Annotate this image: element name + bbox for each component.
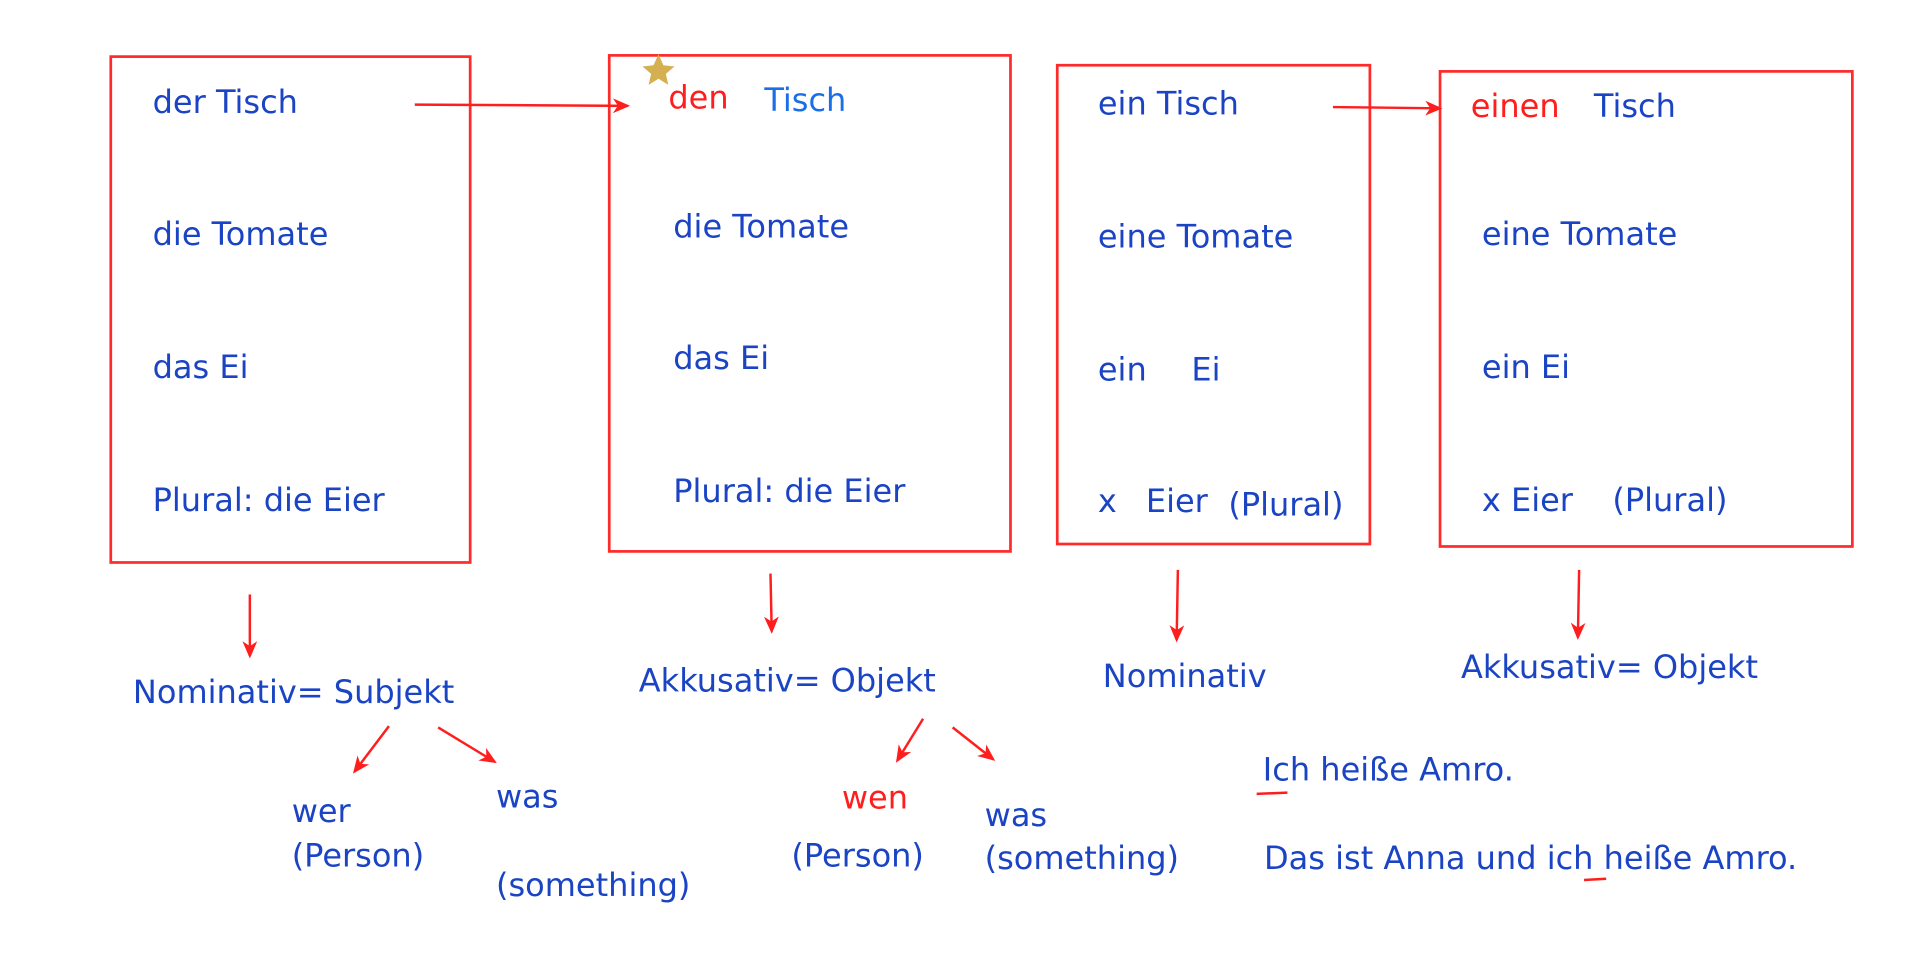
box4-item: ein Ei xyxy=(1481,349,1571,387)
box1-item: Plural: die Eier xyxy=(152,482,385,520)
box-nominativ-indefinite xyxy=(1055,63,1372,546)
box3-ein: ein xyxy=(1097,352,1147,389)
arrow-ein-to-einen xyxy=(1332,100,1443,116)
box-akkusativ-indefinite xyxy=(1438,70,1854,548)
note-something-2: (something) xyxy=(984,840,1180,878)
arrow-to-wen xyxy=(895,718,925,763)
underline-ich-2 xyxy=(1583,877,1607,882)
question-wen: wen xyxy=(841,780,909,818)
box2-item: die Tomate xyxy=(673,209,850,247)
arrow-der-to-den xyxy=(414,98,631,114)
arrow-to-was-2 xyxy=(951,726,996,761)
box3-item: eine Tomate xyxy=(1097,219,1294,257)
box3-plural: (Plural) xyxy=(1228,487,1344,525)
example-sentence: Ich heiße Amro. xyxy=(1262,752,1514,789)
arrow-down-3 xyxy=(1169,569,1185,643)
question-wer: wer xyxy=(291,793,351,831)
box4-item: x Eier xyxy=(1481,482,1573,520)
note-something: (something) xyxy=(496,867,691,905)
box3-eier: Eier xyxy=(1145,483,1208,521)
box-nominativ-definite xyxy=(109,55,472,564)
arrow-down-2 xyxy=(764,573,779,634)
arrow-down-4 xyxy=(1570,569,1586,641)
box1-item: das Ei xyxy=(152,349,249,387)
box3-item: ein Tisch xyxy=(1097,86,1239,124)
example-sentence: Das ist Anna und ich heiße Amro. xyxy=(1264,840,1798,878)
box4-item: eine Tomate xyxy=(1481,216,1678,254)
label-akkusativ-objekt: Akkusativ= Objekt xyxy=(638,663,936,701)
star-icon xyxy=(642,54,675,85)
question-was-2: was xyxy=(984,797,1048,835)
box2-tisch: Tisch xyxy=(764,82,847,120)
label-nominativ: Nominativ xyxy=(1102,658,1267,696)
box2-item: das Ei xyxy=(673,340,770,378)
note-person: (Person) xyxy=(291,838,425,876)
article-einen: einen xyxy=(1470,88,1560,126)
box3-x: x xyxy=(1097,483,1117,521)
box2-item: Plural: die Eier xyxy=(673,473,906,511)
note-person-2: (Person) xyxy=(791,838,924,876)
label-akkusativ-objekt-2: Akkusativ= Objekt xyxy=(1460,649,1759,687)
arrow-to-wer xyxy=(352,725,390,774)
label-nominativ-subjekt: Nominativ= Subjekt xyxy=(132,674,455,712)
article-den: den xyxy=(668,80,729,117)
box1-item: der Tisch xyxy=(152,84,298,122)
box3-ei: Ei xyxy=(1191,352,1221,389)
box1-item: die Tomate xyxy=(152,216,329,254)
underline-ich-1 xyxy=(1256,791,1288,796)
question-was: was xyxy=(496,779,559,817)
arrow-to-was-1 xyxy=(437,726,497,764)
box4-tisch: Tisch xyxy=(1593,88,1676,126)
box-akkusativ-definite xyxy=(607,54,1012,553)
box4-plural: (Plural) xyxy=(1612,482,1728,520)
